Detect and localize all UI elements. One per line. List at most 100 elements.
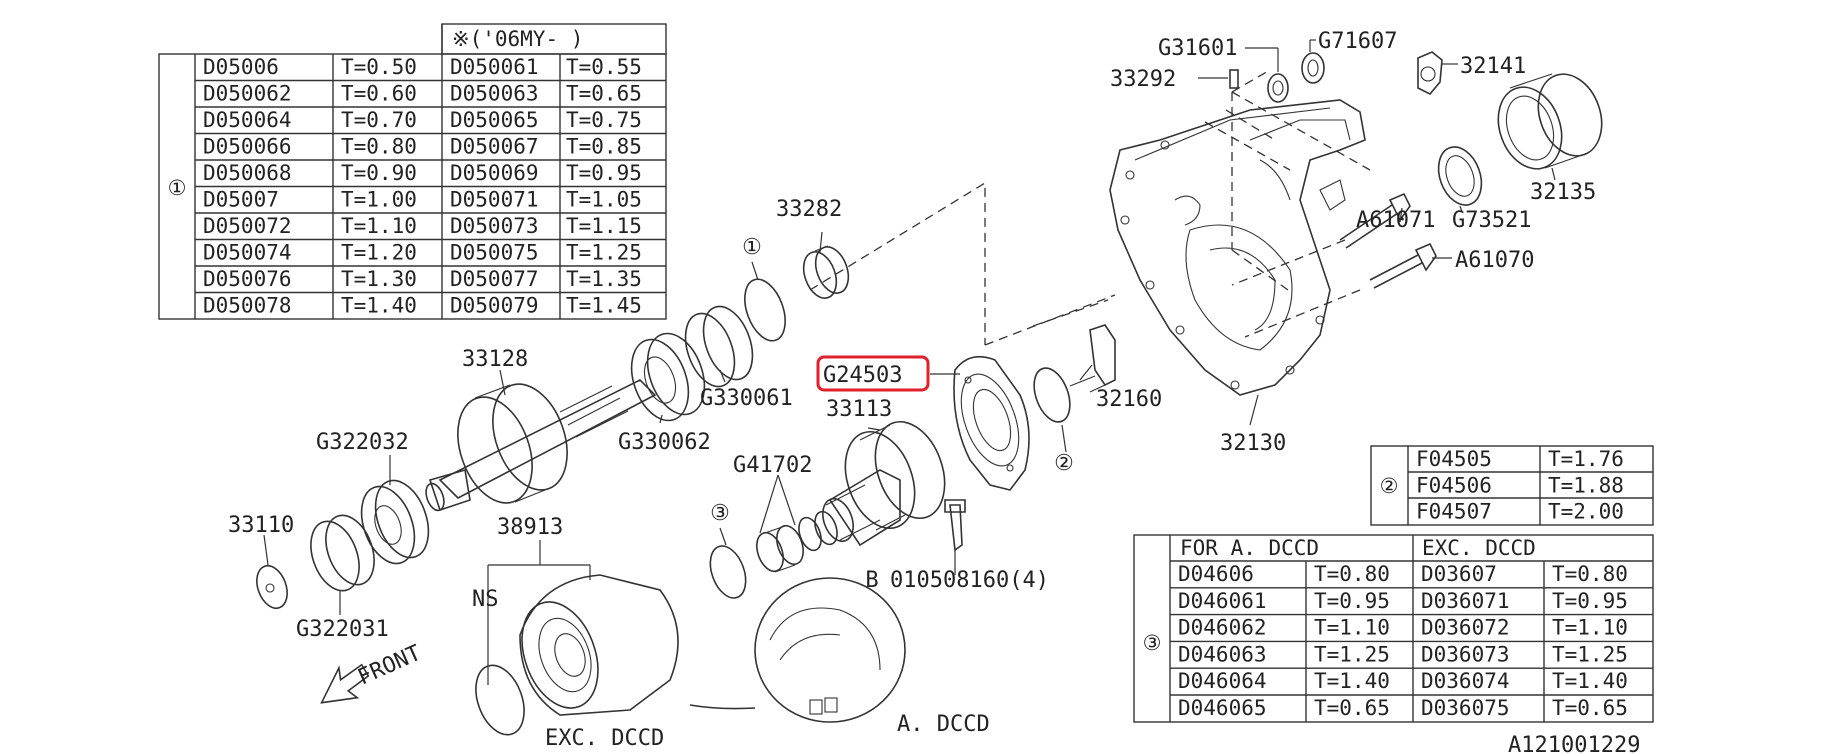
label-32130: 32130 <box>1220 431 1286 456</box>
table1-cell: D050079 <box>450 294 539 318</box>
label-ref3: ③ <box>710 501 730 526</box>
bearing-G322032 <box>360 479 430 565</box>
table1-cell: D050078 <box>203 294 292 318</box>
table1-cell: T=0.95 <box>566 161 642 185</box>
table3-cell: T=1.10 <box>1314 616 1390 640</box>
connector-32160 <box>1069 324 1116 393</box>
race-G330061 <box>684 305 754 388</box>
table1-cell: T=0.80 <box>341 135 417 159</box>
label-010508160: 010508160(4) <box>890 568 1049 593</box>
label-ns: NS <box>472 587 499 612</box>
race-33282 <box>802 245 850 299</box>
table3-cell: D036073 <box>1421 642 1510 666</box>
table3-cell: T=0.65 <box>1552 696 1628 720</box>
table1-cell: D050075 <box>450 241 539 265</box>
pin-33292 <box>1229 69 1239 89</box>
table3-cell: D046062 <box>1178 616 1267 640</box>
table1-cell: D050073 <box>450 214 539 238</box>
table1-cell: T=0.90 <box>341 161 417 185</box>
table1-cell: D050065 <box>450 108 539 132</box>
label-32141: 32141 <box>1460 54 1526 79</box>
table3-header-exc-dccd: EXC. DCCD <box>1422 536 1536 560</box>
table3-cell: D046065 <box>1178 696 1267 720</box>
table1-cell: D050067 <box>450 135 539 159</box>
table2-cell: F04505 <box>1416 447 1492 471</box>
race-G322031 <box>310 514 375 592</box>
leader-lines <box>263 39 1556 685</box>
table3-cell: T=1.25 <box>1552 642 1628 666</box>
table3-header-a-dccd: FOR A. DCCD <box>1180 536 1319 560</box>
front-arrow <box>320 663 370 704</box>
table1-cell: D050076 <box>203 267 292 291</box>
table1-ref: ① <box>168 176 187 200</box>
seal-G71607 <box>1301 52 1325 84</box>
label-A61070: A61070 <box>1455 248 1534 273</box>
table3-cell: T=1.40 <box>1314 669 1390 693</box>
label-33292: 33292 <box>1110 67 1176 92</box>
table3-cell: D046064 <box>1178 669 1267 693</box>
table3-cell: D036071 <box>1421 589 1510 613</box>
bearing-G330062 <box>630 332 706 422</box>
shim-1 <box>744 278 786 342</box>
bolt-010508160 <box>944 499 966 552</box>
table3-cell: T=0.80 <box>1314 562 1390 586</box>
table1-cell: D050071 <box>450 188 539 212</box>
bolt-A61070 <box>1369 242 1437 289</box>
table2-ref: ② <box>1380 474 1399 498</box>
table1-cell: T=0.65 <box>566 82 642 106</box>
differential-38913 <box>475 574 679 736</box>
table1-cell: T=0.70 <box>341 108 417 132</box>
table1-cell: T=1.40 <box>341 294 417 318</box>
table1-cell: T=1.10 <box>341 214 417 238</box>
table3-cell: T=0.95 <box>1314 589 1390 613</box>
gasket-32141 <box>1417 51 1443 95</box>
table3-ref: ③ <box>1143 631 1162 655</box>
table2-cell: F04507 <box>1416 500 1492 524</box>
label-G41702: G41702 <box>733 453 812 478</box>
label-38913: 38913 <box>497 515 563 540</box>
table1-cell: T=0.60 <box>341 82 417 106</box>
table3-cell: D036075 <box>1421 696 1510 720</box>
table1-cell: T=0.50 <box>341 55 417 79</box>
label-G24503[interactable]: G24503 <box>823 363 902 388</box>
table2-cell: T=1.76 <box>1548 447 1624 471</box>
shaft-33113 <box>822 420 946 547</box>
label-exc-dccd: EXC. DCCD <box>545 726 664 751</box>
label-32135: 32135 <box>1530 180 1596 205</box>
highlight-box <box>816 355 930 392</box>
table3-cell: T=0.95 <box>1552 589 1628 613</box>
table1-cell: D050069 <box>450 161 539 185</box>
table3-cell: D036074 <box>1421 669 1510 693</box>
table1-cell: D050063 <box>450 82 539 106</box>
table2-cell: F04506 <box>1416 473 1492 497</box>
table1-cell: T=0.55 <box>566 55 642 79</box>
table1-cell: T=1.45 <box>566 294 642 318</box>
table1-cell: T=0.75 <box>566 108 642 132</box>
washer-33110 <box>256 564 288 610</box>
table1-cell: D050064 <box>203 108 292 132</box>
snap-ring-2 <box>1033 367 1071 423</box>
dccd-detail <box>689 577 906 723</box>
part-labels: 33282 ① 33128 G330061 G330062 G322032 G3… <box>228 29 1640 754</box>
label-G31601: G31601 <box>1158 36 1237 61</box>
label-ref1: ① <box>742 235 762 260</box>
table3-cell: T=0.65 <box>1314 696 1390 720</box>
oil-seal-G73521 <box>1437 146 1483 206</box>
label-G322032: G322032 <box>316 430 409 455</box>
seal-G31601 <box>1267 73 1289 103</box>
table1-cell: D05007 <box>203 188 279 212</box>
table2-cell: T=2.00 <box>1548 500 1624 524</box>
transfer-case-housing <box>1109 99 1366 396</box>
table3-cell: T=1.10 <box>1552 616 1628 640</box>
drawing-number: A121001229 <box>1508 733 1640 754</box>
label-a-dccd: A. DCCD <box>897 712 990 737</box>
label-G71607: G71607 <box>1318 29 1397 54</box>
table1-cell: D05006 <box>203 55 279 79</box>
label-33128: 33128 <box>462 347 528 372</box>
table1-cell: D050074 <box>203 241 292 265</box>
shaft-33128 <box>425 379 657 512</box>
table1-cell: D050066 <box>203 135 292 159</box>
table1-cell: D050068 <box>203 161 292 185</box>
